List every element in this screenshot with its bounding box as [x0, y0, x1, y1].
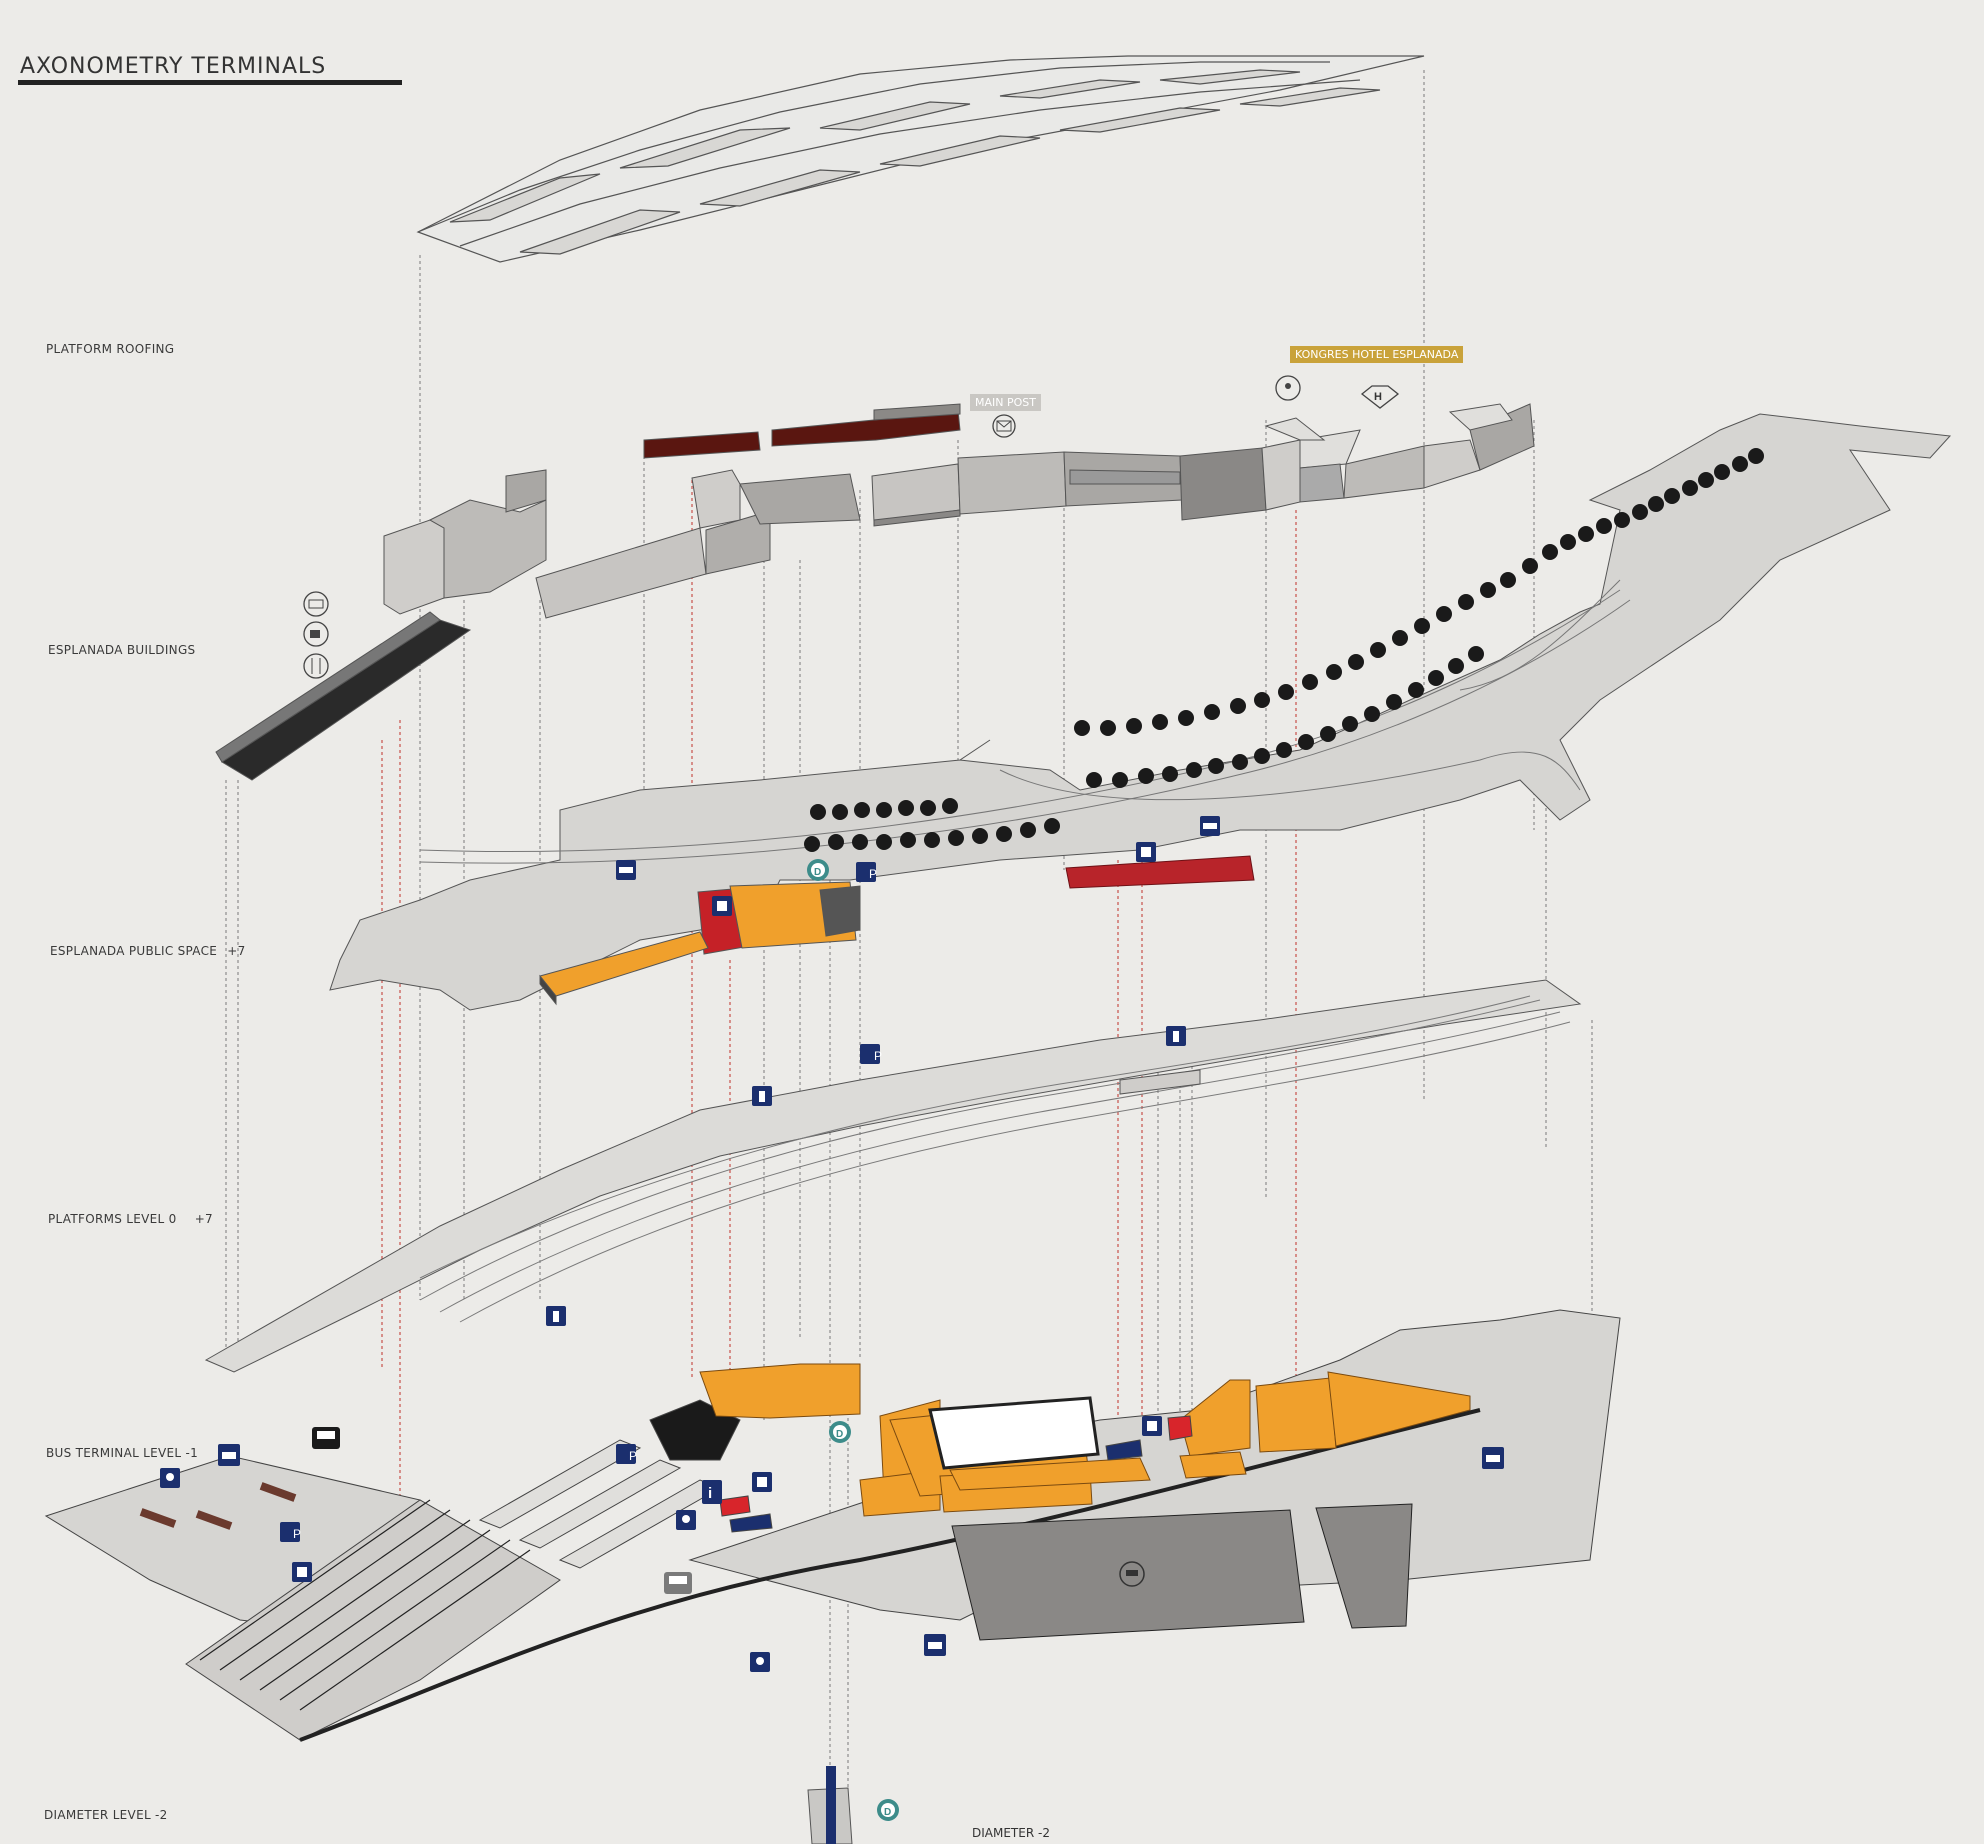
esplanada-buildings-layer — [215, 403, 1535, 781]
hotel-icon: H — [1360, 385, 1400, 409]
svg-text:D: D — [884, 1807, 891, 1818]
main-post-tag: MAIN POST — [970, 394, 1041, 411]
layer-name: PLATFORMS LEVEL 0 — [48, 1212, 177, 1226]
parking-icon: P — [280, 1522, 301, 1542]
svg-text:P: P — [293, 1527, 301, 1541]
diameter-label: DIAMETER -2 — [972, 1826, 1050, 1840]
toilet-icon — [752, 1086, 772, 1106]
page-title: AXONOMETRY TERMINALS — [20, 54, 327, 79]
toilet-icon — [546, 1306, 566, 1326]
ticket-icon — [1136, 842, 1156, 862]
title-underline — [18, 80, 402, 85]
platforms-level-0-layer — [204, 979, 1582, 1373]
layer-label-diameter-level: DIAMETER LEVEL -2 — [44, 1808, 168, 1822]
svg-text:P: P — [869, 867, 877, 881]
svg-text:P: P — [629, 1449, 637, 1463]
layer-name: ESPLANADA BUILDINGS — [48, 643, 196, 657]
cart-icon — [1119, 1561, 1145, 1587]
car-icon — [616, 860, 636, 880]
layer-name: ESPLANADA PUBLIC SPACE — [50, 944, 218, 958]
diameter-icon: D — [807, 859, 829, 881]
diameter-icon: D — [829, 1421, 851, 1443]
bike-icon — [160, 1468, 180, 1488]
car-icon — [1200, 816, 1220, 836]
location-pin-icon — [1275, 375, 1301, 401]
bus-icon — [664, 1572, 692, 1594]
car-icon — [218, 1444, 240, 1466]
bike-icon — [750, 1652, 770, 1672]
layer-label-platforms-level-0: PLATFORMS LEVEL 0 +7 — [48, 1212, 213, 1226]
shop-icon — [303, 591, 329, 617]
coffee-icon — [303, 621, 329, 647]
diameter-icon: D — [877, 1799, 899, 1821]
esplanada-public-space-layer — [329, 413, 1952, 1011]
layer-level: +7 — [227, 944, 246, 958]
hotel-tag: KONGRES HOTEL ESPLANADA — [1290, 346, 1464, 363]
ticket-icon — [292, 1562, 312, 1582]
layer-label-esplanada-public-space: ESPLANADA PUBLIC SPACE +7 — [50, 944, 246, 958]
svg-text:D: D — [814, 867, 821, 878]
parking-icon: P — [616, 1444, 637, 1464]
layer-label-bus-terminal: BUS TERMINAL LEVEL -1 — [46, 1446, 198, 1460]
car-icon — [1482, 1447, 1504, 1469]
parking-icon: P — [856, 862, 877, 882]
svg-text:D: D — [836, 1429, 843, 1440]
layer-name: PLATFORM ROOFING — [46, 342, 175, 356]
ticket-icon — [752, 1472, 772, 1492]
bike-icon — [676, 1510, 696, 1530]
info-icon: i — [702, 1480, 722, 1504]
layer-level: +7 — [194, 1212, 213, 1226]
ticket-icon — [712, 896, 732, 916]
layer-name: BUS TERMINAL LEVEL -1 — [46, 1446, 199, 1460]
bus-icon — [312, 1427, 340, 1449]
svg-text:i: i — [708, 1485, 712, 1502]
layer-label-esplanada-buildings: ESPLANADA BUILDINGS — [48, 643, 195, 657]
platform-roofing-layer — [416, 55, 1425, 263]
car-icon — [924, 1634, 946, 1656]
svg-text:P: P — [874, 1049, 882, 1063]
toilet-icon — [1166, 1026, 1186, 1046]
envelope-icon — [992, 414, 1016, 438]
bus-terminal-layer — [44, 1309, 1621, 1844]
layer-label-platform-roofing: PLATFORM ROOFING — [46, 342, 174, 356]
tree-row — [804, 448, 1764, 852]
ticket-icon — [1142, 1416, 1162, 1436]
svg-text:H: H — [1374, 391, 1382, 403]
layer-name: DIAMETER LEVEL -2 — [44, 1808, 168, 1822]
restaurant-icon — [303, 653, 329, 679]
parking-icon: P — [860, 1044, 882, 1064]
